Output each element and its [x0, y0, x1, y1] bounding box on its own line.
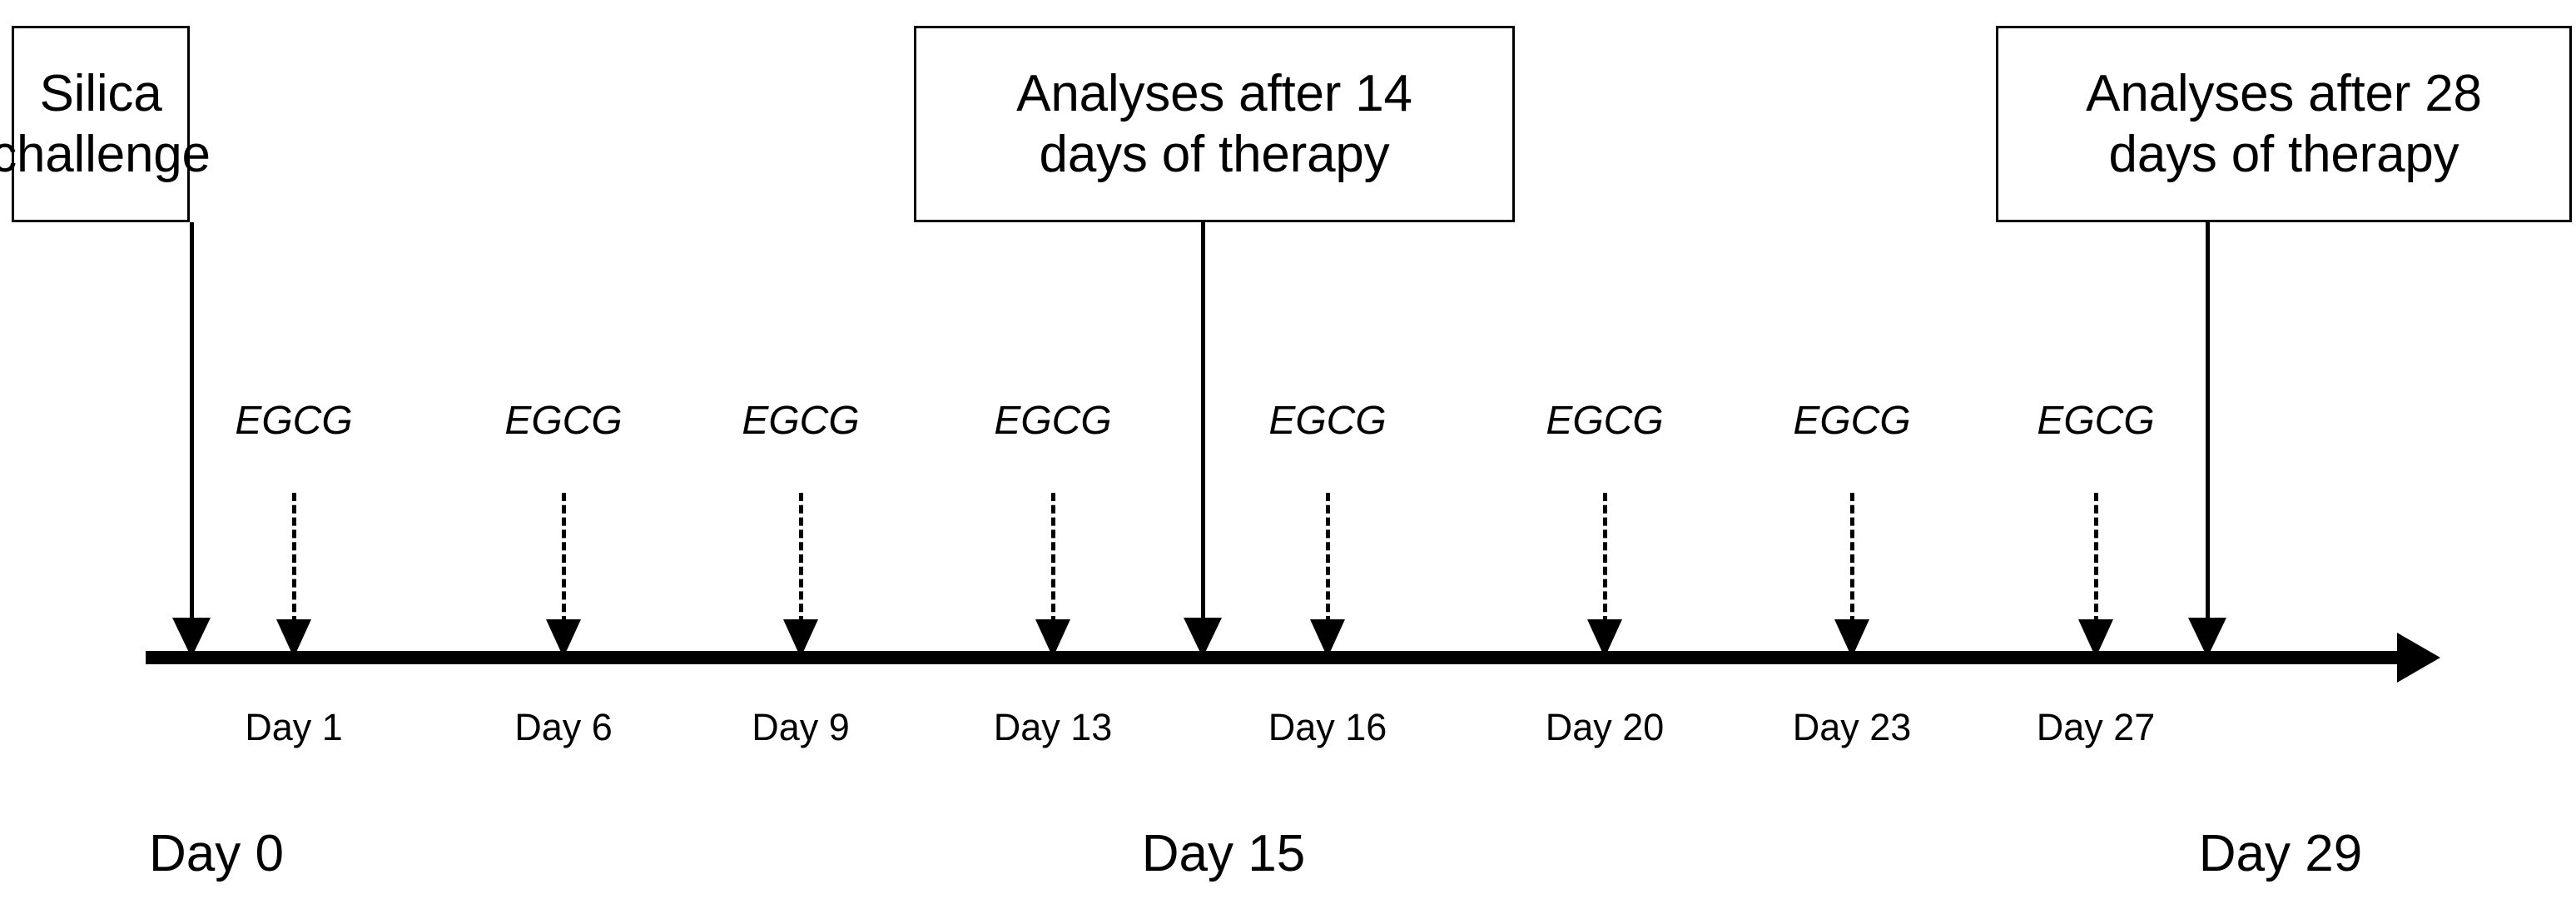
egcg-label: EGCG — [2037, 399, 2155, 443]
day-tick-label: Day 6 — [514, 706, 613, 748]
egcg-dose-dashed-stem — [1325, 493, 1330, 624]
day-tick-label: Day 1 — [245, 706, 343, 748]
egcg-dose-arrow — [546, 493, 581, 658]
egcg-dose-arrow — [783, 493, 818, 658]
egcg-label: EGCG — [1793, 399, 1911, 443]
day-tick-label: Day 16 — [1268, 706, 1387, 748]
day-tick-label: Day 9 — [752, 706, 850, 748]
egcg-dose-dashed-stem — [798, 493, 803, 624]
event-box-label-line: Silica — [39, 64, 162, 122]
egcg-label: EGCG — [235, 399, 353, 443]
egcg-label: EGCG — [994, 399, 1112, 443]
event-box-label-line: challenge — [0, 126, 211, 183]
day-tick-label: Day 20 — [1545, 706, 1665, 748]
major-day-label: Day 0 — [149, 825, 284, 882]
timeline-arrowhead-icon — [2397, 633, 2440, 683]
event-box-label-line: Analyses after 14 — [1016, 64, 1412, 122]
connector-analyses-14-days — [1184, 222, 1222, 658]
major-day-label: Day 15 — [1141, 825, 1306, 882]
egcg-dose-dashed-stem — [1849, 493, 1854, 624]
day-tick-label: Day 13 — [993, 706, 1113, 748]
connector-analyses-28-days — [2188, 222, 2226, 658]
egcg-dose-dashed-stem — [291, 493, 296, 624]
event-box-label-line: days of therapy — [1039, 126, 1390, 183]
major-day-label: Day 29 — [2198, 825, 2363, 882]
egcg-dose-arrow — [276, 493, 311, 658]
event-box-label-line: days of therapy — [2108, 126, 2459, 183]
egcg-dose-arrow — [1310, 493, 1345, 658]
egcg-dose-arrow — [1035, 493, 1070, 658]
connector-stem — [189, 222, 194, 624]
connector-stem — [1200, 222, 1205, 624]
egcg-dose-dashed-stem — [561, 493, 566, 624]
egcg-dose-arrow — [1587, 493, 1622, 658]
day-tick-label: Day 27 — [2036, 706, 2156, 748]
day-tick-label: Day 23 — [1792, 706, 1912, 748]
event-box-label-line: Analyses after 28 — [2086, 64, 2482, 122]
egcg-label: EGCG — [1268, 399, 1387, 443]
egcg-label: EGCG — [1546, 399, 1664, 443]
egcg-dose-dashed-stem — [2093, 493, 2098, 624]
egcg-label: EGCG — [742, 399, 860, 443]
egcg-dose-dashed-stem — [1602, 493, 1607, 624]
egcg-label: EGCG — [504, 399, 623, 443]
timeline-axis-bar — [146, 651, 2397, 664]
egcg-dose-dashed-stem — [1050, 493, 1055, 624]
connector-stem — [2205, 222, 2210, 624]
egcg-dose-arrow — [2078, 493, 2113, 658]
egcg-dose-arrow — [1834, 493, 1869, 658]
connector-silica-challenge — [172, 222, 211, 658]
